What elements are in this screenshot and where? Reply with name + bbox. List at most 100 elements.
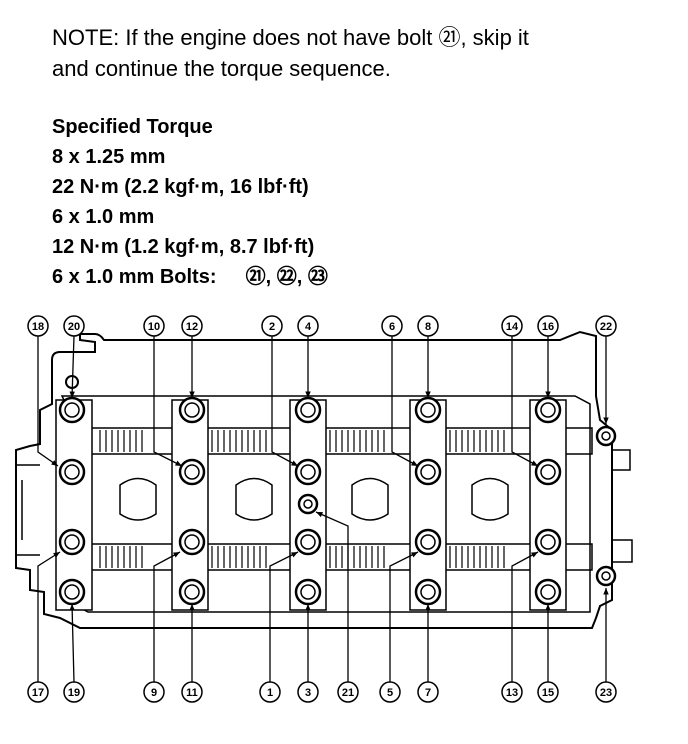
arrowhead-22: [603, 417, 609, 424]
arrowhead-14: [531, 460, 538, 466]
arrowhead-5: [411, 552, 418, 558]
arrowhead-3: [305, 604, 311, 611]
callout-14: 14: [501, 315, 523, 337]
bolt-3: [294, 578, 322, 606]
arrowhead-8: [425, 391, 431, 398]
note-line-1: NOTE: If the engine does not have bolt ㉑…: [52, 25, 529, 50]
bolt-10: [178, 458, 206, 486]
leader-13: [511, 551, 539, 682]
bolt-13: [534, 528, 562, 556]
callout-label-18: 18: [32, 321, 44, 333]
bolt-11: [178, 578, 206, 606]
callout-5: 5: [379, 681, 401, 703]
bolt-size-8mm: 8 x 1.25 mm: [52, 146, 166, 168]
bolt-19: [58, 578, 86, 606]
callout-15: 15: [537, 681, 559, 703]
small-bolts-row: 6 x 1.0 mm Bolts: ㉑, ㉒, ㉓: [52, 262, 652, 292]
callout-17: 17: [27, 681, 49, 703]
leader-14: [511, 336, 539, 467]
callout-7: 7: [417, 681, 439, 703]
bolt-20: [58, 396, 86, 424]
bolt-23: [595, 565, 617, 587]
callout-label-17: 17: [32, 687, 44, 699]
callout-1: 1: [259, 681, 281, 703]
bolt-9: [178, 528, 206, 556]
arrowhead-6: [411, 460, 418, 466]
callout-3: 3: [297, 681, 319, 703]
callout-20: 20: [63, 315, 85, 337]
note-line-2: and continue the torque sequence.: [52, 56, 391, 81]
bolt-6: [414, 458, 442, 486]
callout-label-4: 4: [305, 321, 312, 333]
callout-label-15: 15: [542, 687, 554, 699]
arrowhead-9: [173, 552, 180, 558]
bolt-4: [294, 396, 322, 424]
callout-16: 16: [537, 315, 559, 337]
arrowhead-21: [316, 512, 323, 518]
arrowhead-11: [189, 604, 195, 611]
torque-value-8mm: 22 N·m (2.2 kgf·m, 16 lbf·ft): [52, 176, 309, 198]
callout-label-1: 1: [267, 687, 273, 699]
arrowhead-1: [291, 552, 298, 558]
callout-4: 4: [297, 315, 319, 337]
small-bolts-list: ㉑, ㉒, ㉓: [245, 266, 328, 288]
callout-label-5: 5: [387, 687, 393, 699]
arrowhead-12: [189, 391, 195, 398]
note-text: NOTE: If the engine does not have bolt ㉑…: [52, 22, 652, 84]
callout-19: 19: [63, 681, 85, 703]
arrowhead-17: [53, 552, 60, 558]
spark-plug-holes: [119, 477, 509, 521]
callout-6: 6: [381, 315, 403, 337]
callout-13: 13: [501, 681, 523, 703]
leader-9: [153, 551, 181, 682]
leader-18: [37, 336, 59, 467]
callout-label-12: 12: [186, 321, 198, 333]
leader-2: [271, 336, 299, 467]
leader-17: [37, 551, 61, 682]
torque-specifications: Specified Torque 8 x 1.25 mm 22 N·m (2.2…: [52, 112, 652, 292]
callout-22: 22: [595, 315, 617, 337]
bolt-22: [595, 425, 617, 447]
arrowhead-2: [291, 460, 298, 466]
leader-10: [153, 336, 183, 467]
callout-label-20: 20: [68, 321, 80, 333]
callout-label-11: 11: [186, 687, 198, 699]
arrowhead-10: [175, 460, 182, 466]
callout-2: 2: [261, 315, 283, 337]
callout-label-16: 16: [542, 321, 554, 333]
callout-label-9: 9: [151, 687, 157, 699]
arrowhead-23: [603, 588, 609, 595]
callout-label-7: 7: [425, 687, 431, 699]
bolt-15: [534, 578, 562, 606]
bolt-2: [294, 458, 322, 486]
bolt-12: [178, 396, 206, 424]
callout-10: 10: [143, 315, 165, 337]
callout-21: 21: [337, 681, 359, 703]
callout-label-23: 23: [600, 687, 612, 699]
arrowhead-20: [69, 391, 75, 398]
small-bolts-label: 6 x 1.0 mm Bolts:: [52, 266, 217, 288]
bolt-8: [414, 396, 442, 424]
callout-9: 9: [143, 681, 165, 703]
bolt-17: [58, 528, 86, 556]
arrowhead-4: [305, 391, 311, 398]
bolts-layer: [58, 375, 617, 606]
arrowhead-19: [69, 604, 75, 611]
arrowhead-7: [425, 604, 431, 611]
callout-12: 12: [181, 315, 203, 337]
bolt-7: [414, 578, 442, 606]
callout-23: 23: [595, 681, 617, 703]
bolt-14: [534, 458, 562, 486]
leader-lines-layer: [37, 335, 609, 683]
leader-5: [389, 551, 419, 682]
callout-label-8: 8: [425, 321, 431, 333]
callout-label-14: 14: [506, 321, 519, 333]
arrowhead-18: [51, 460, 58, 466]
callout-8: 8: [417, 315, 439, 337]
leader-21: [315, 511, 349, 682]
bolt-5: [414, 528, 442, 556]
bolt-21: [297, 493, 319, 515]
callout-label-21: 21: [342, 687, 354, 699]
bolt-18: [58, 458, 86, 486]
